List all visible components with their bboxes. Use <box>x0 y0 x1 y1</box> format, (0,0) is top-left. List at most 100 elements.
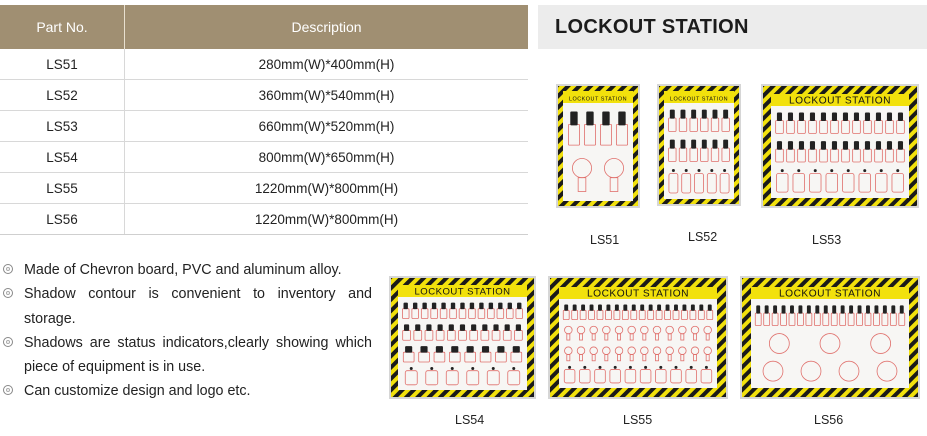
padlock-shadow <box>609 365 621 384</box>
description-header: Description <box>124 5 528 49</box>
padlock-shadow <box>564 346 573 362</box>
padlock-shadow <box>458 302 467 319</box>
padlock-shadow <box>808 141 817 163</box>
padlock-shadow <box>621 304 629 321</box>
padlock-shadow <box>881 305 889 326</box>
padlock-shadow <box>600 111 613 146</box>
padlock-shadow <box>571 158 593 192</box>
feature-list: Made of Chevron board, PVC and aluminum … <box>0 258 372 404</box>
padlock-shadow <box>874 141 883 163</box>
padlock-shadow <box>685 365 697 384</box>
board-image-ls54: LOCKOUT STATION <box>389 276 536 399</box>
padlock-shadow <box>839 305 847 326</box>
part-no-cell: LS51 <box>0 49 125 80</box>
circle-bullet-icon <box>3 336 13 347</box>
padlock-shadow <box>852 141 861 163</box>
padlock-shadow <box>889 305 897 326</box>
padlock-shadow <box>445 367 459 386</box>
padlock-shadow <box>563 365 576 384</box>
padlock-shadow <box>411 302 419 319</box>
padlock-shadow <box>775 112 784 134</box>
padlock-shadow <box>449 346 461 363</box>
board-image-ls55: LOCKOUT STATION <box>548 276 728 399</box>
padlock-shadow <box>464 346 476 363</box>
board-sign-text: LOCKOUT STATION <box>569 96 627 102</box>
padlock-shadow <box>873 305 880 326</box>
padlock-shadow <box>627 346 636 362</box>
padlock-shadow <box>477 302 486 319</box>
description-cell: 280mm(W)*400mm(H) <box>124 49 528 80</box>
padlock-shadow <box>863 141 872 163</box>
board-panel <box>751 287 909 388</box>
padlock-shadow <box>613 304 621 321</box>
board-label-ls56: LS56 <box>814 413 844 427</box>
padlock-shadow <box>762 360 784 382</box>
padlock-shadow <box>413 324 423 341</box>
padlock-shadow <box>856 305 863 326</box>
padlock-shadow <box>655 365 667 384</box>
padlock-shadow <box>491 324 501 341</box>
circle-bullet-icon <box>3 288 13 299</box>
padlock-shadow <box>514 324 523 341</box>
padlock-shadow <box>424 324 434 341</box>
padlock-shadow <box>841 112 850 134</box>
board-sign-text: LOCKOUT STATION <box>789 95 891 106</box>
padlock-shadow <box>466 367 480 386</box>
padlock-shadow <box>822 305 830 326</box>
board-sign-text: LOCKOUT STATION <box>670 96 728 102</box>
padlock-shadow <box>710 109 720 132</box>
padlock-shadow <box>624 365 637 384</box>
feature-item: Made of Chevron board, PVC and aluminum … <box>0 258 372 282</box>
padlock-shadow <box>402 324 411 341</box>
padlock-shadow <box>694 169 704 194</box>
board-image-ls52: LOCKOUT STATION <box>657 84 741 206</box>
padlock-shadow <box>480 324 490 341</box>
padlock-shadow <box>668 169 679 194</box>
feature-text: Shadows are status indicators,clearly sh… <box>24 334 372 376</box>
padlock-shadow <box>439 302 448 319</box>
padlock-shadow <box>627 325 636 341</box>
padlock-shadow <box>515 302 523 319</box>
padlock-shadow <box>858 169 871 193</box>
padlock-shadow <box>819 333 841 354</box>
padlock-shadow <box>665 325 674 341</box>
padlock-shadow <box>495 346 507 363</box>
padlock-shadow <box>602 325 611 341</box>
part-no-header: Part No. <box>0 5 125 49</box>
board-panel <box>664 91 734 199</box>
feature-text: Can customize design and logo etc. <box>24 383 251 400</box>
table-row: LS55 1220mm(W)*800mm(H) <box>0 172 528 204</box>
padlock-shadow <box>689 139 698 162</box>
padlock-shadow <box>797 305 804 326</box>
feature-text: Shadow contour is convenient to inventor… <box>24 286 372 327</box>
description-cell: 660mm(W)*520mm(H) <box>124 110 528 142</box>
board-label-ls53: LS53 <box>812 233 842 247</box>
lockout-board-illustration: LOCKOUT STATION <box>558 86 638 206</box>
padlock-shadow <box>576 346 586 362</box>
padlock-shadow <box>506 302 514 319</box>
feature-item: Shadow contour is convenient to inventor… <box>0 282 372 331</box>
padlock-shadow <box>425 367 439 386</box>
padlock-shadow <box>776 169 789 193</box>
padlock-shadow <box>842 169 855 193</box>
padlock-shadow <box>449 302 457 319</box>
padlock-shadow <box>502 324 512 341</box>
padlock-shadow <box>579 304 587 321</box>
board-image-ls56: LOCKOUT STATION <box>740 276 920 399</box>
lockout-board-illustration: LOCKOUT STATION <box>742 278 918 397</box>
padlock-shadow <box>604 158 625 192</box>
padlock-shadow <box>468 302 476 319</box>
padlock-shadow <box>562 304 570 321</box>
description-cell: 800mm(W)*650mm(H) <box>124 141 528 173</box>
padlock-shadow <box>786 141 795 163</box>
board-panel <box>563 91 633 201</box>
padlock-shadow <box>589 346 598 362</box>
padlock-shadow <box>721 109 730 132</box>
board-image-ls53: LOCKOUT STATION <box>761 84 919 208</box>
padlock-shadow <box>885 112 894 134</box>
padlock-shadow <box>404 367 418 386</box>
padlock-shadow <box>420 302 429 319</box>
padlock-shadow <box>813 305 821 326</box>
padlock-shadow <box>433 346 446 363</box>
padlock-shadow <box>808 112 817 134</box>
